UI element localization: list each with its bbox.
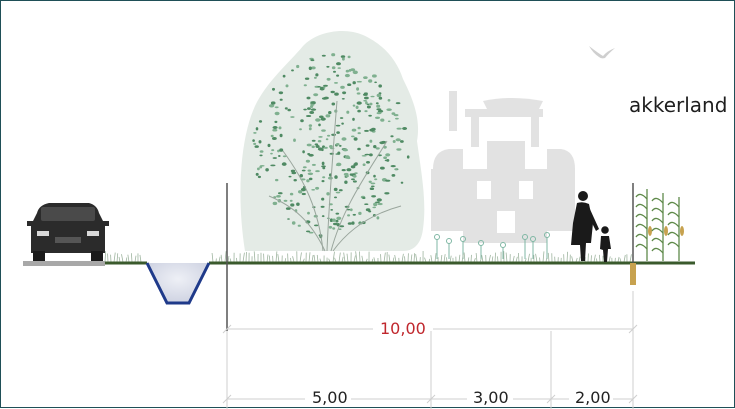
bird-icon (589, 46, 615, 58)
grass-strip (105, 251, 631, 262)
landuse-label: akkerland (629, 93, 727, 117)
pedestrian-icon (571, 191, 611, 262)
segment-width-label: 3,00 (473, 388, 509, 407)
road-surface (23, 261, 105, 266)
ditch (147, 263, 209, 303)
segment-width-label: 2,00 (575, 388, 611, 407)
tree-icon (240, 31, 424, 251)
corn-icon (636, 189, 684, 261)
segment-width-label: 5,00 (312, 388, 348, 407)
total-width-label: 10,00 (380, 319, 426, 338)
car-icon (27, 203, 109, 261)
boundary-post (630, 263, 636, 285)
